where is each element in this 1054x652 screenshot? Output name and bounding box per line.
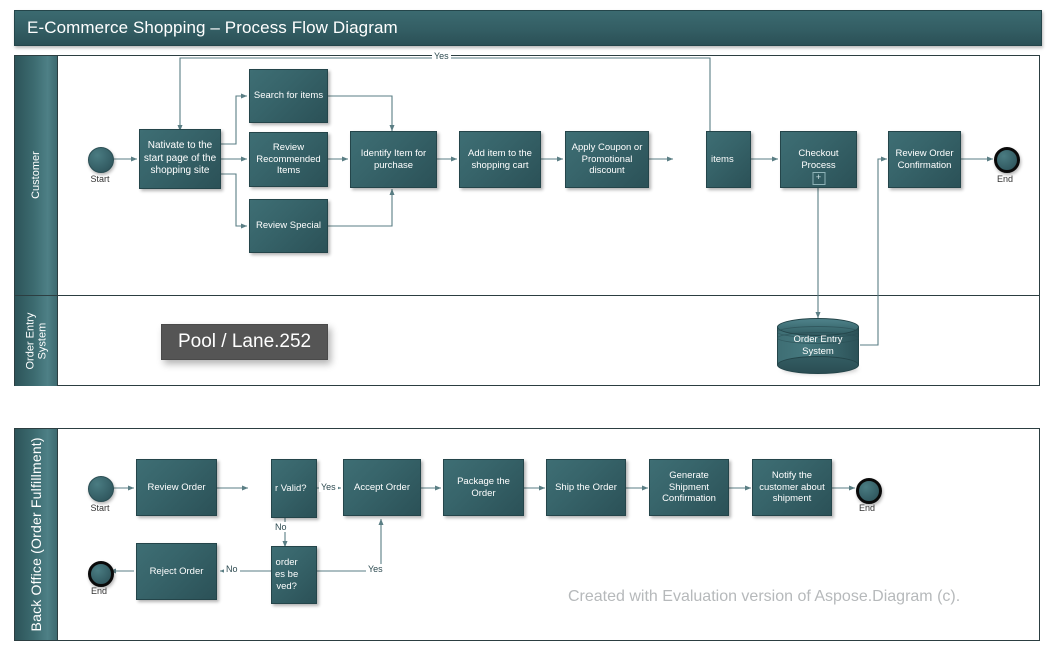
task-review-special-label: Review Special bbox=[256, 220, 321, 232]
end-event-customer[interactable] bbox=[994, 147, 1020, 173]
lane-label-customer: Customer bbox=[29, 151, 42, 200]
lane-label-back-office: Back Office (Order Fulfillment) bbox=[27, 437, 44, 632]
lane-header-order-entry-system: Order Entry System bbox=[15, 295, 58, 386]
task-apply-coupon-discount-label: Apply Coupon or Promotional discount bbox=[571, 141, 643, 177]
gateway-order-valid-label: r Valid? bbox=[275, 482, 307, 494]
diagram-title-bar: E-Commerce Shopping – Process Flow Diagr… bbox=[14, 10, 1042, 46]
task-generate-shipment-confirmation[interactable]: Generate Shipment Confirmation bbox=[649, 459, 729, 516]
task-add-item-to-cart-label: Add item to the shopping cart bbox=[468, 147, 532, 171]
lane-tooltip: Pool / Lane.252 bbox=[161, 324, 329, 360]
task-package-the-order[interactable]: Package the Order bbox=[443, 459, 524, 516]
start-event-back-office-label: Start bbox=[90, 503, 110, 513]
start-event-customer[interactable] bbox=[88, 147, 114, 173]
start-event-customer-label: Start bbox=[90, 174, 110, 184]
task-reject-order[interactable]: Reject Order bbox=[136, 543, 217, 600]
end-event-customer-label: End bbox=[996, 174, 1013, 184]
task-more-items-label: items bbox=[711, 153, 734, 165]
lane-tooltip-text: Pool / Lane.252 bbox=[178, 331, 312, 352]
lane-header-back-office: Back Office (Order Fulfillment) bbox=[15, 429, 58, 640]
datastore-ring-2 bbox=[777, 332, 859, 344]
end-event-back-office-reject[interactable] bbox=[88, 561, 114, 587]
task-review-special[interactable]: Review Special bbox=[249, 199, 328, 253]
task-generate-shipment-confirmation-label: Generate Shipment Confirmation bbox=[662, 469, 716, 505]
task-more-items-clipped[interactable]: items bbox=[706, 131, 751, 188]
connector-label-valid-yes: Yes bbox=[319, 482, 338, 492]
gateway-issues-resolved-clipped[interactable]: order es be ved? bbox=[271, 546, 317, 604]
task-review-order-confirmation-label: Review Order Confirmation bbox=[895, 147, 954, 171]
gateway-issues-resolved-line2: es be bbox=[275, 569, 299, 581]
start-event-back-office[interactable] bbox=[88, 476, 114, 502]
page-title: E-Commerce Shopping – Process Flow Diagr… bbox=[27, 18, 398, 37]
task-navigate-start-page[interactable]: Nativate to the start page of the shoppi… bbox=[139, 129, 221, 189]
task-review-order[interactable]: Review Order bbox=[136, 459, 217, 516]
task-review-recommended-items-label: Review Recommended Items bbox=[256, 141, 321, 177]
task-review-order-confirmation[interactable]: Review Order Confirmation bbox=[888, 131, 961, 188]
datastore-order-entry-system[interactable]: Order Entry System bbox=[777, 318, 859, 374]
task-add-item-to-cart[interactable]: Add item to the shopping cart bbox=[459, 131, 541, 188]
task-checkout-process-label: Checkout Process bbox=[798, 147, 839, 171]
task-notify-customer-about-shipment-label: Notify the customer about shipment bbox=[759, 469, 825, 505]
datastore-label-line1: Order Entry bbox=[793, 334, 843, 346]
lane-label-order-entry-line2: System bbox=[36, 322, 49, 360]
task-identify-item-for-purchase-label: Identify Item for purchase bbox=[360, 147, 427, 171]
sub-process-plus-icon: + bbox=[812, 172, 825, 185]
end-event-back-office-reject-label: End bbox=[90, 586, 107, 596]
task-search-for-items-label: Search for items bbox=[253, 90, 324, 102]
task-reject-order-label: Reject Order bbox=[149, 565, 204, 577]
end-event-back-office-success[interactable] bbox=[856, 478, 882, 504]
task-accept-order-label: Accept Order bbox=[354, 481, 410, 493]
evaluation-watermark: Created with Evaluation version of Aspos… bbox=[568, 588, 961, 605]
end-event-back-office-success-label: End bbox=[858, 503, 875, 513]
lane-separator bbox=[57, 295, 1039, 296]
datastore-bottom-ellipse bbox=[777, 356, 859, 374]
connector-label-resolved-yes: Yes bbox=[366, 564, 385, 574]
task-accept-order[interactable]: Accept Order bbox=[343, 459, 421, 516]
gateway-issues-resolved-line3: ved? bbox=[276, 580, 297, 592]
task-identify-item-for-purchase[interactable]: Identify Item for purchase bbox=[350, 131, 437, 188]
task-ship-the-order[interactable]: Ship the Order bbox=[546, 459, 626, 516]
task-review-order-label: Review Order bbox=[147, 481, 206, 493]
task-search-for-items[interactable]: Search for items bbox=[249, 69, 328, 123]
datastore-label-line2: System bbox=[802, 346, 834, 357]
lane-label-order-entry-line1: Order Entry bbox=[23, 312, 36, 370]
connector-label-valid-no: No bbox=[273, 522, 289, 532]
task-navigate-start-page-label: Nativate to the start page of the shoppi… bbox=[143, 140, 217, 177]
connector-label-resolved-no: No bbox=[224, 564, 240, 574]
gateway-order-valid-clipped[interactable]: r Valid? bbox=[271, 459, 317, 518]
task-notify-customer-about-shipment[interactable]: Notify the customer about shipment bbox=[752, 459, 832, 516]
gateway-issues-resolved-line1: order bbox=[275, 557, 298, 569]
lane-header-customer: Customer bbox=[15, 56, 58, 295]
task-ship-the-order-label: Ship the Order bbox=[555, 481, 617, 493]
task-checkout-process[interactable]: Checkout Process + bbox=[780, 131, 857, 188]
task-review-recommended-items[interactable]: Review Recommended Items bbox=[249, 132, 328, 187]
task-apply-coupon-discount[interactable]: Apply Coupon or Promotional discount bbox=[565, 131, 649, 188]
task-package-the-order-label: Package the Order bbox=[457, 475, 510, 499]
connector-label-yes-loop: Yes bbox=[432, 51, 451, 61]
